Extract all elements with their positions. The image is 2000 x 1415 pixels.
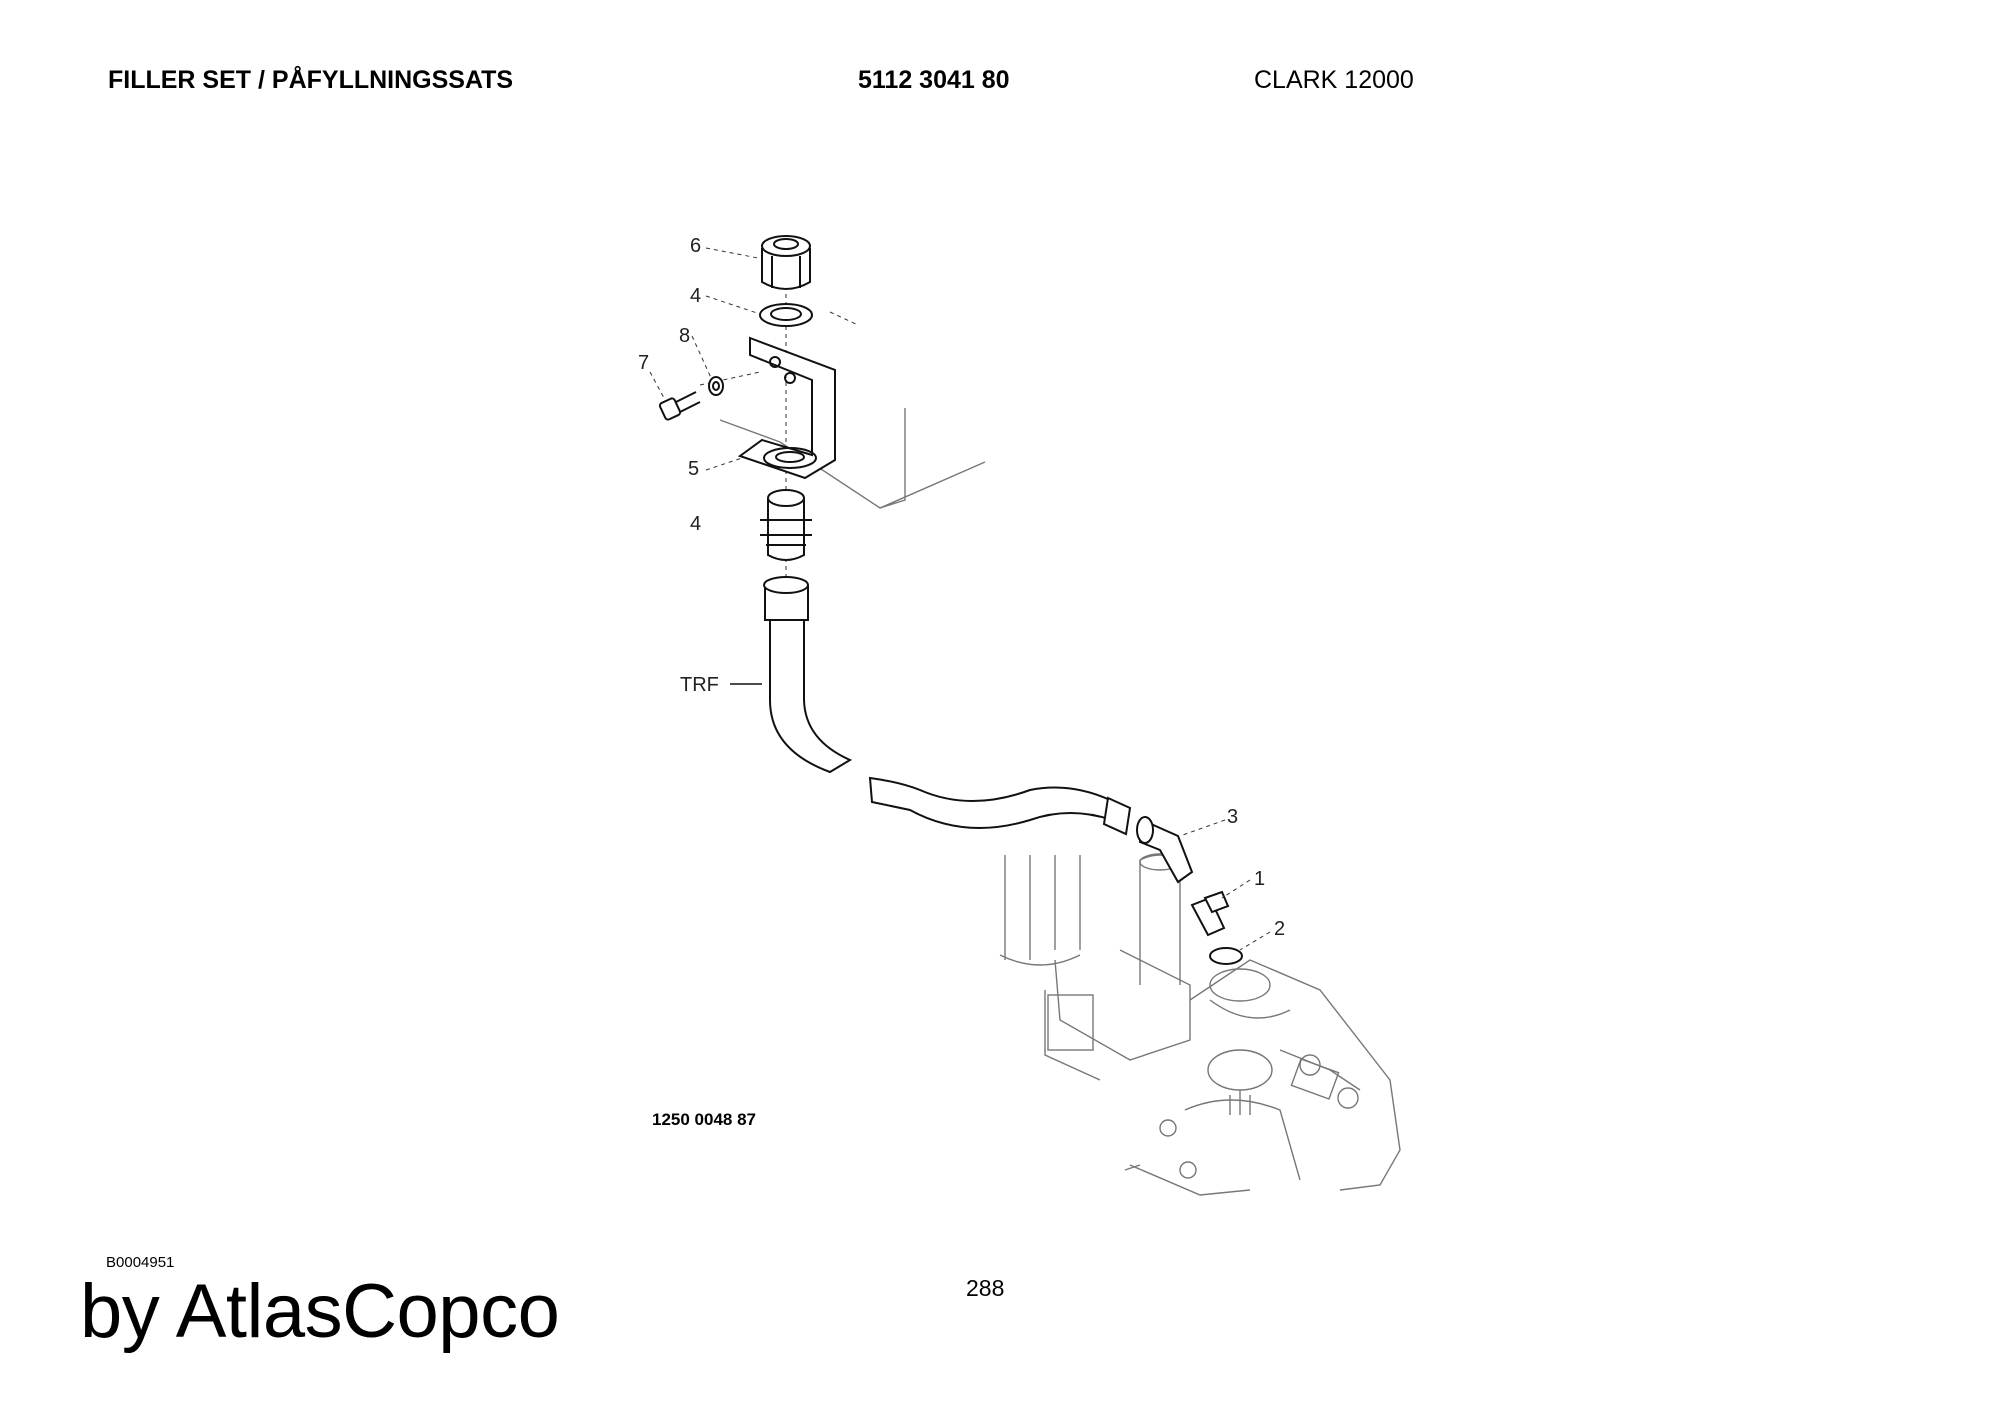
page-number: 288 [966,1275,1005,1301]
part-1-fitting [1190,890,1230,937]
hose-trf [763,576,1132,836]
drawing-reference-number: 1250 0048 87 [652,1110,756,1129]
image-code: B0004951 [106,1254,175,1271]
brand-watermark: by AtlasCopco [80,1269,560,1354]
callout-8: 8 [679,325,690,347]
callout-4-lower: 4 [690,513,701,535]
part-5-bracket [737,336,836,480]
callout-5: 5 [688,458,699,480]
part-7-bolt [658,391,701,421]
page-title: FILLER SET / PÅFYLLNINGSSATS [108,66,514,94]
background-machine-outline [719,408,1401,1196]
callout-4-upper: 4 [690,285,701,307]
leader-lines [649,247,1271,951]
callout-6: 6 [690,235,701,257]
callout-7: 7 [638,352,649,374]
part-4-nipple [760,489,812,561]
callout-2: 2 [1274,918,1285,940]
part-6-cap [761,235,811,290]
callout-3: 3 [1227,806,1238,828]
part-4-seal-ring [759,303,813,327]
callout-trf: TRF [680,674,719,696]
callout-1: 1 [1254,868,1265,890]
part-2-o-ring [1209,947,1243,965]
part-8-washer [708,376,724,396]
part-number: 5112 3041 80 [858,66,1010,94]
machine-model: CLARK 12000 [1254,66,1414,94]
part-3-elbow [1136,816,1194,884]
